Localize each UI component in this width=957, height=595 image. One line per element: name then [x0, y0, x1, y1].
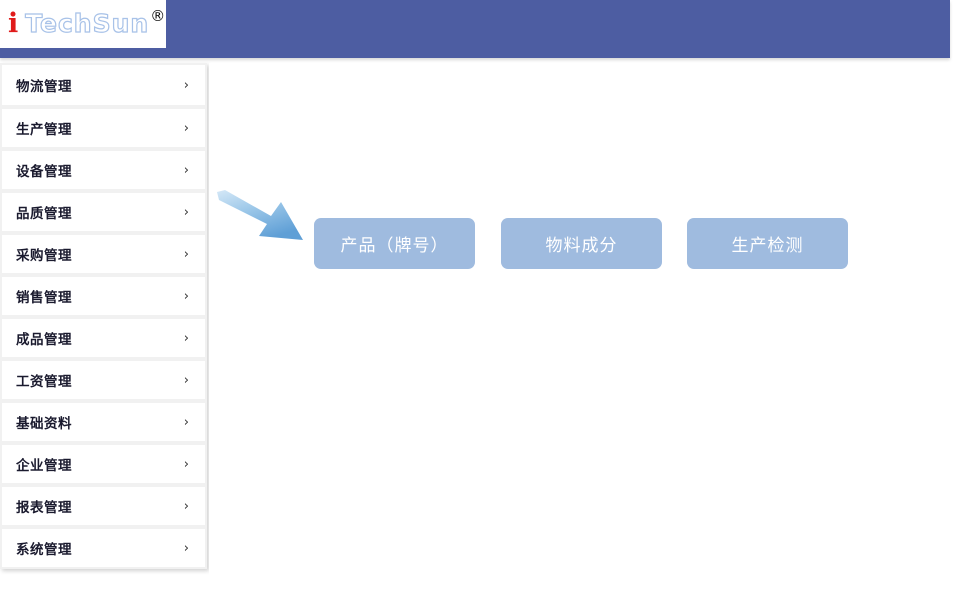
- sidebar-item-jichuziliao[interactable]: 基础资料 ›: [2, 403, 205, 441]
- chevron-right-icon: ›: [183, 414, 189, 430]
- chevron-right-icon: ›: [183, 120, 189, 136]
- action-button-row: 产品（牌号） 物料成分 生产检测: [314, 218, 848, 269]
- sidebar-item-xitong[interactable]: 系统管理 ›: [2, 529, 205, 567]
- chevron-right-icon: ›: [183, 77, 189, 93]
- sidebar-item-label: 品质管理: [16, 206, 72, 222]
- action-button-label: 产品（牌号）: [340, 236, 449, 256]
- action-button-label: 物料成分: [545, 236, 618, 256]
- chevron-right-icon: ›: [183, 288, 189, 304]
- brand-wordmark: TechSun: [25, 8, 150, 38]
- sidebar-item-pinzhi[interactable]: 品质管理 ›: [2, 193, 205, 231]
- chevron-right-icon: ›: [183, 456, 189, 472]
- chevron-right-icon: ›: [183, 330, 189, 346]
- main-content-area: 产品（牌号） 物料成分 生产检测: [209, 63, 957, 595]
- action-button-label: 生产检测: [731, 236, 804, 256]
- action-button-material-composition[interactable]: 物料成分: [501, 218, 662, 269]
- sidebar-item-label: 销售管理: [16, 290, 72, 306]
- sidebar-item-label: 基础资料: [16, 416, 72, 432]
- sidebar-item-label: 系统管理: [16, 542, 72, 558]
- sidebar-item-caigou[interactable]: 采购管理 ›: [2, 235, 205, 273]
- sidebar-item-baobiao[interactable]: 报表管理 ›: [2, 487, 205, 525]
- chevron-right-icon: ›: [183, 372, 189, 388]
- sidebar-item-label: 成品管理: [16, 332, 72, 348]
- sidebar-item-label: 生产管理: [16, 122, 72, 138]
- chevron-right-icon: ›: [183, 204, 189, 220]
- annotation-arrow-icon: [217, 190, 303, 240]
- sidebar-navigation: 物流管理 › 生产管理 › 设备管理 › 品质管理 › 采购管理 › 销售管理 …: [0, 63, 207, 569]
- sidebar-item-label: 报表管理: [16, 500, 72, 516]
- sidebar-item-qiye[interactable]: 企业管理 ›: [2, 445, 205, 483]
- sidebar-item-label: 物流管理: [16, 79, 72, 95]
- registered-trademark-icon: ®: [150, 7, 166, 25]
- sidebar-item-gongzi[interactable]: 工资管理 ›: [2, 361, 205, 399]
- sidebar-item-xiaoshou[interactable]: 销售管理 ›: [2, 277, 205, 315]
- app-header: i TechSun ®: [0, 0, 950, 58]
- chevron-right-icon: ›: [183, 246, 189, 262]
- sidebar-item-label: 工资管理: [16, 374, 72, 390]
- chevron-right-icon: ›: [183, 540, 189, 556]
- action-button-production-inspection[interactable]: 生产检测: [687, 218, 848, 269]
- sidebar-item-label: 采购管理: [16, 248, 72, 264]
- chevron-right-icon: ›: [183, 162, 189, 178]
- sidebar-item-shengchan[interactable]: 生产管理 ›: [2, 109, 205, 147]
- chevron-right-icon: ›: [183, 498, 189, 514]
- sidebar-item-wuliu[interactable]: 物流管理 ›: [2, 65, 205, 105]
- sidebar-item-label: 企业管理: [16, 458, 72, 474]
- brand-letter-i: i: [8, 7, 19, 39]
- brand-logo: i TechSun ®: [0, 0, 166, 48]
- action-button-product-brand[interactable]: 产品（牌号）: [314, 218, 475, 269]
- sidebar-item-shebei[interactable]: 设备管理 ›: [2, 151, 205, 189]
- sidebar-item-label: 设备管理: [16, 164, 72, 180]
- sidebar-item-chengpin[interactable]: 成品管理 ›: [2, 319, 205, 357]
